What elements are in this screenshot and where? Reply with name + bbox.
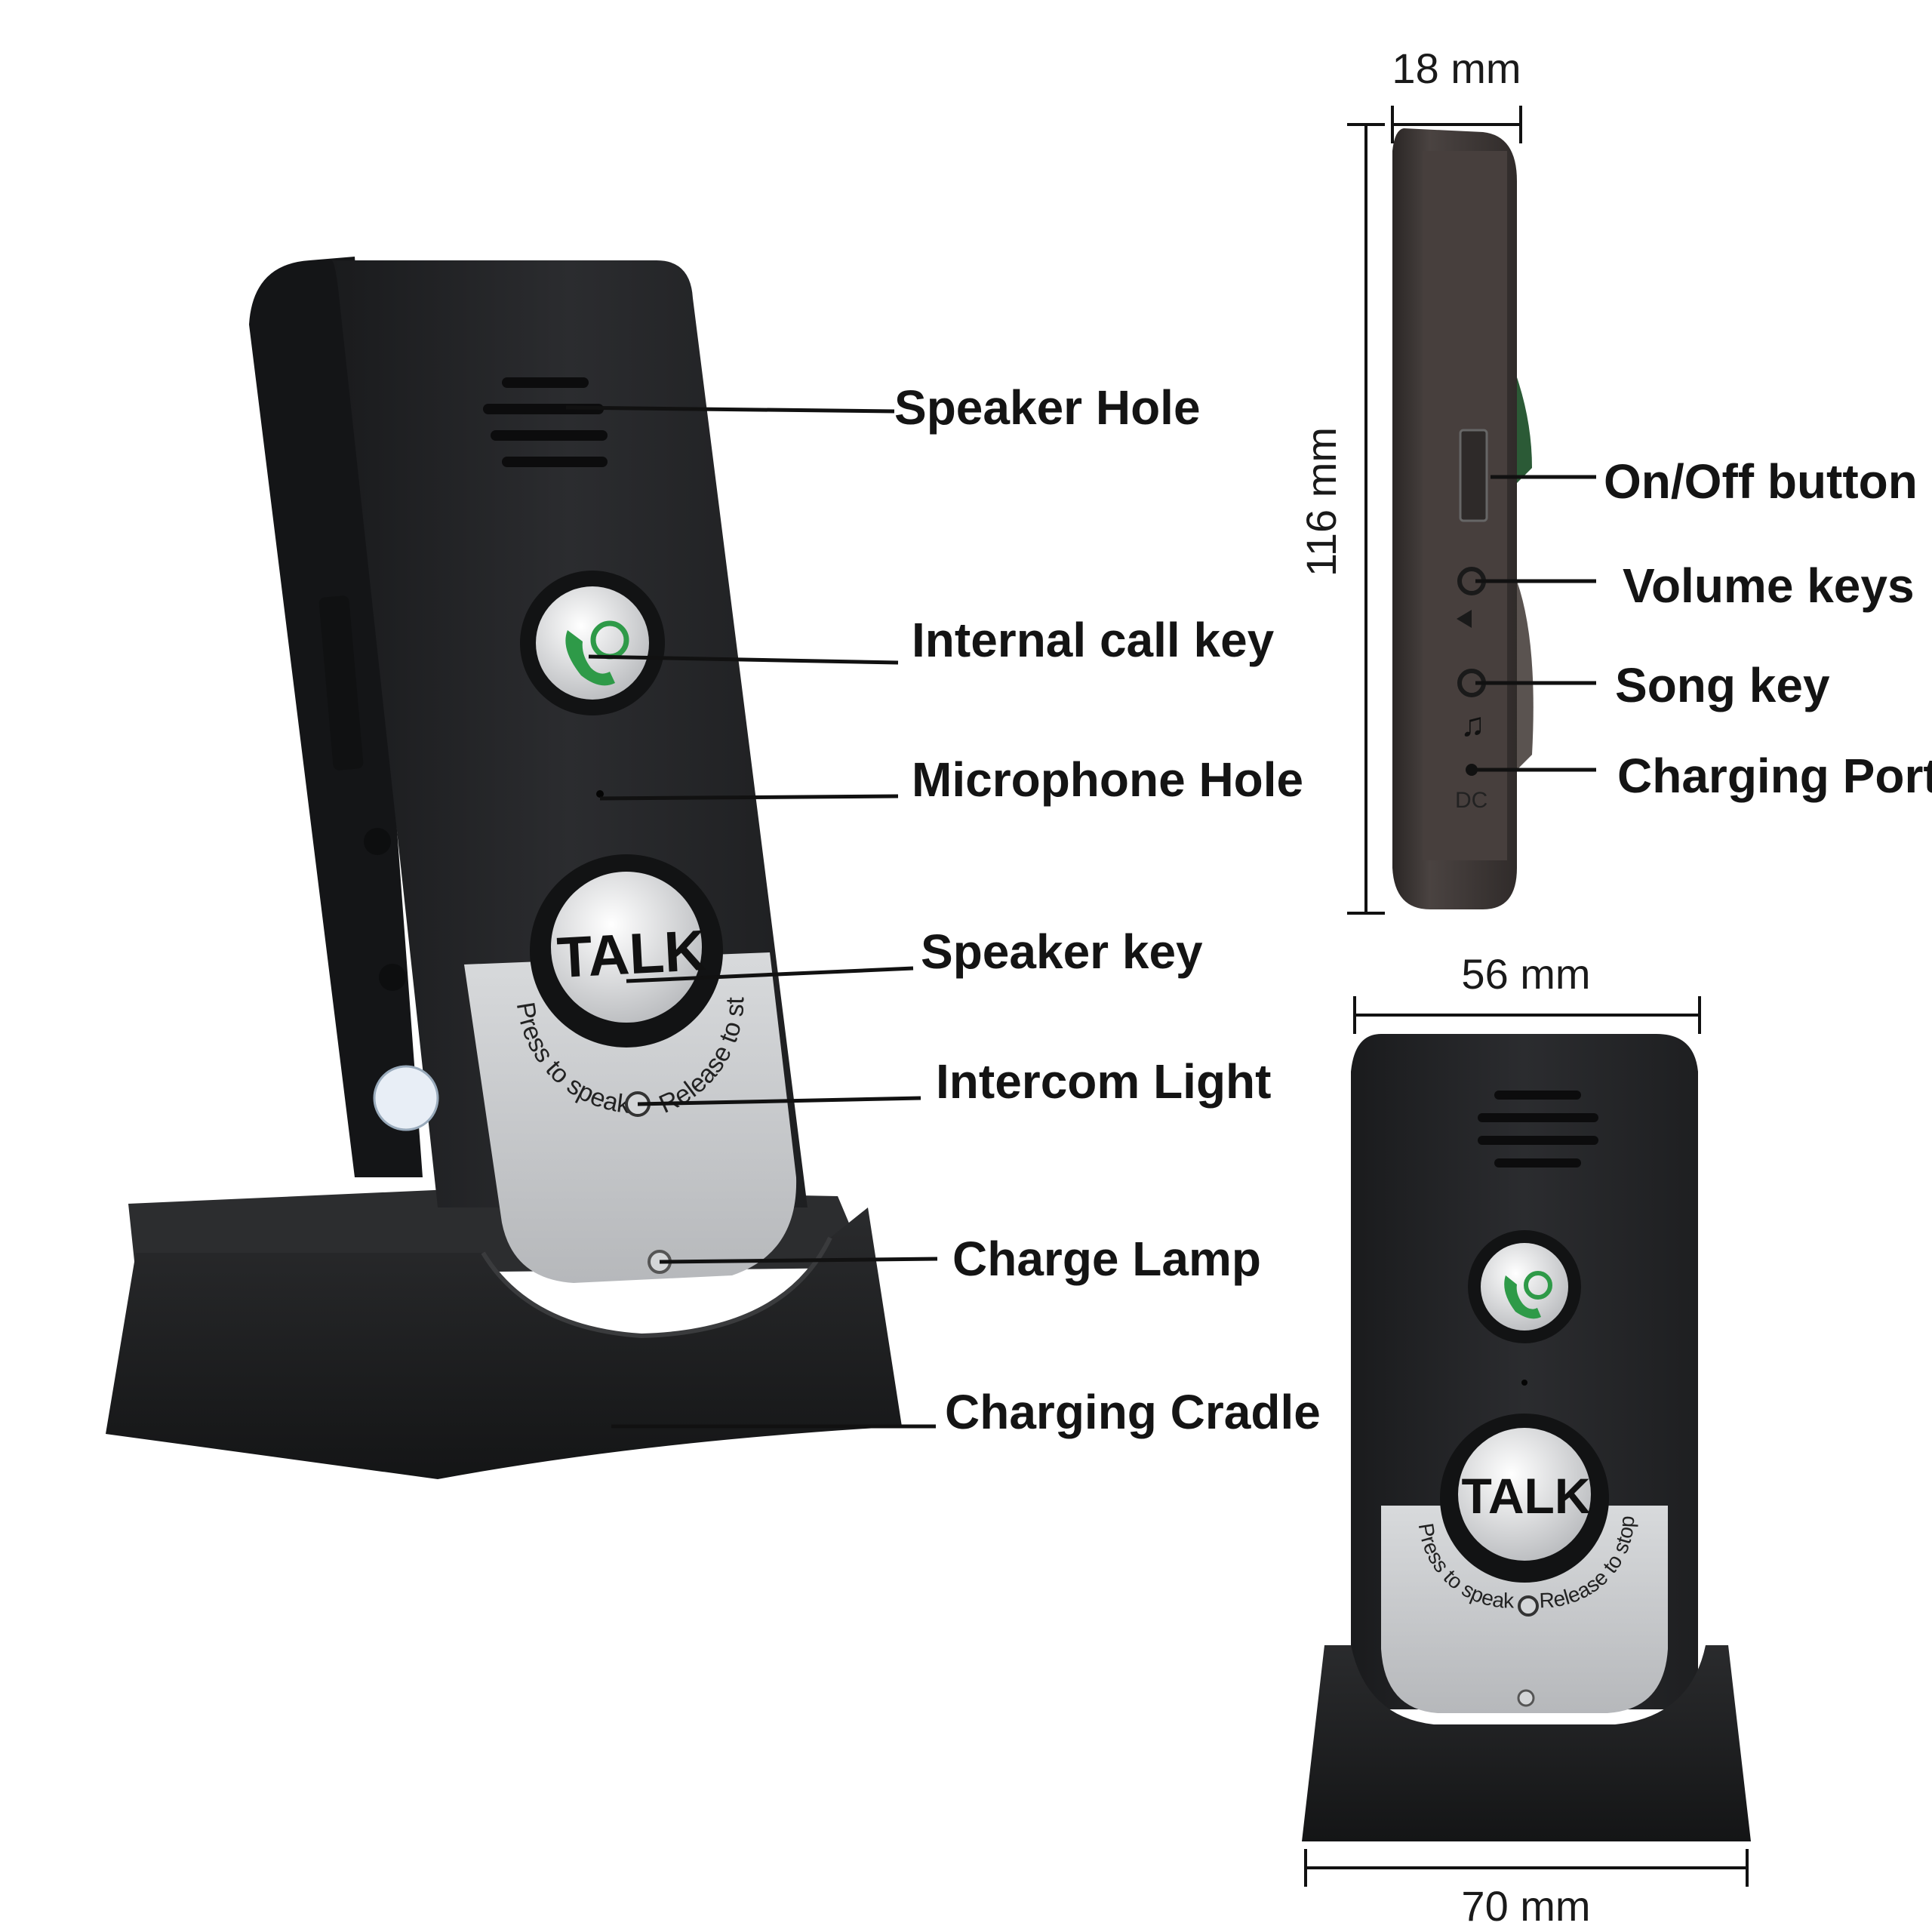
label-intercom-light: Intercom Light xyxy=(936,1054,1271,1109)
volume-icon xyxy=(1457,610,1472,628)
label-charge-lamp: Charge Lamp xyxy=(952,1232,1261,1286)
label-on-off-button: On/Off button xyxy=(1604,454,1918,509)
power-switch[interactable] xyxy=(1459,429,1488,522)
label-speaker-key: Speaker key xyxy=(921,924,1203,979)
label-volume-keys: Volume keys xyxy=(1623,558,1915,613)
dim-base-width-label: 70 mm xyxy=(1461,1882,1590,1930)
side-leader-lines xyxy=(1473,475,1596,772)
label-speaker-hole: Speaker Hole xyxy=(894,380,1201,435)
label-charging-port: Charging Port xyxy=(1617,749,1932,803)
side-key-1 xyxy=(364,828,391,855)
front-view-speaker-grille xyxy=(1478,1091,1598,1168)
side-key-2 xyxy=(379,964,406,991)
side-view-button-ridge xyxy=(1517,377,1532,483)
dim-thickness xyxy=(1391,106,1522,143)
front-view-talk-label: TALK xyxy=(1461,1468,1590,1524)
leader-lines xyxy=(565,405,938,1429)
front-view-charge-lamp xyxy=(1517,1689,1535,1707)
microphone-hole xyxy=(596,790,604,798)
dim-height-label: 116 mm xyxy=(1297,427,1345,577)
side-slider xyxy=(318,595,364,771)
label-song-key: Song key xyxy=(1615,658,1830,712)
music-note-icon: ♫ xyxy=(1460,706,1485,743)
faceplate xyxy=(464,952,797,1283)
front-view-call-icon xyxy=(1504,1271,1552,1319)
label-microphone-hole: Microphone Hole xyxy=(912,752,1303,807)
charging-cradle[interactable] xyxy=(106,1208,902,1479)
front-view-talk-key[interactable] xyxy=(1458,1428,1591,1561)
front-view-cradle xyxy=(1302,1645,1751,1841)
main-device: TALK Press to speak Release to stop xyxy=(0,0,902,1479)
port-label: DC xyxy=(1455,788,1487,813)
label-charging-cradle: Charging Cradle xyxy=(945,1385,1321,1439)
dim-base-width xyxy=(1304,1849,1749,1887)
cradle-cutout-edge xyxy=(481,1236,832,1339)
dim-thickness-label: 18 mm xyxy=(1392,45,1521,92)
front-view-device: TALK Press to speak Release to stop xyxy=(1302,1034,1751,1841)
warranty-sticker xyxy=(373,1065,439,1131)
dim-width xyxy=(1353,996,1701,1034)
dim-width-label: 56 mm xyxy=(1461,950,1590,998)
label-internal-call-key: Internal call key xyxy=(912,613,1275,667)
front-view-intercom-light xyxy=(1518,1595,1539,1617)
side-view-talk-ridge xyxy=(1517,581,1534,770)
front-view-microphone-hole xyxy=(1521,1380,1527,1386)
dim-height xyxy=(1347,123,1385,915)
side-view-device: ♫ DC xyxy=(1392,128,1534,909)
charging-port xyxy=(1466,764,1478,776)
talk-key[interactable] xyxy=(551,872,702,1023)
